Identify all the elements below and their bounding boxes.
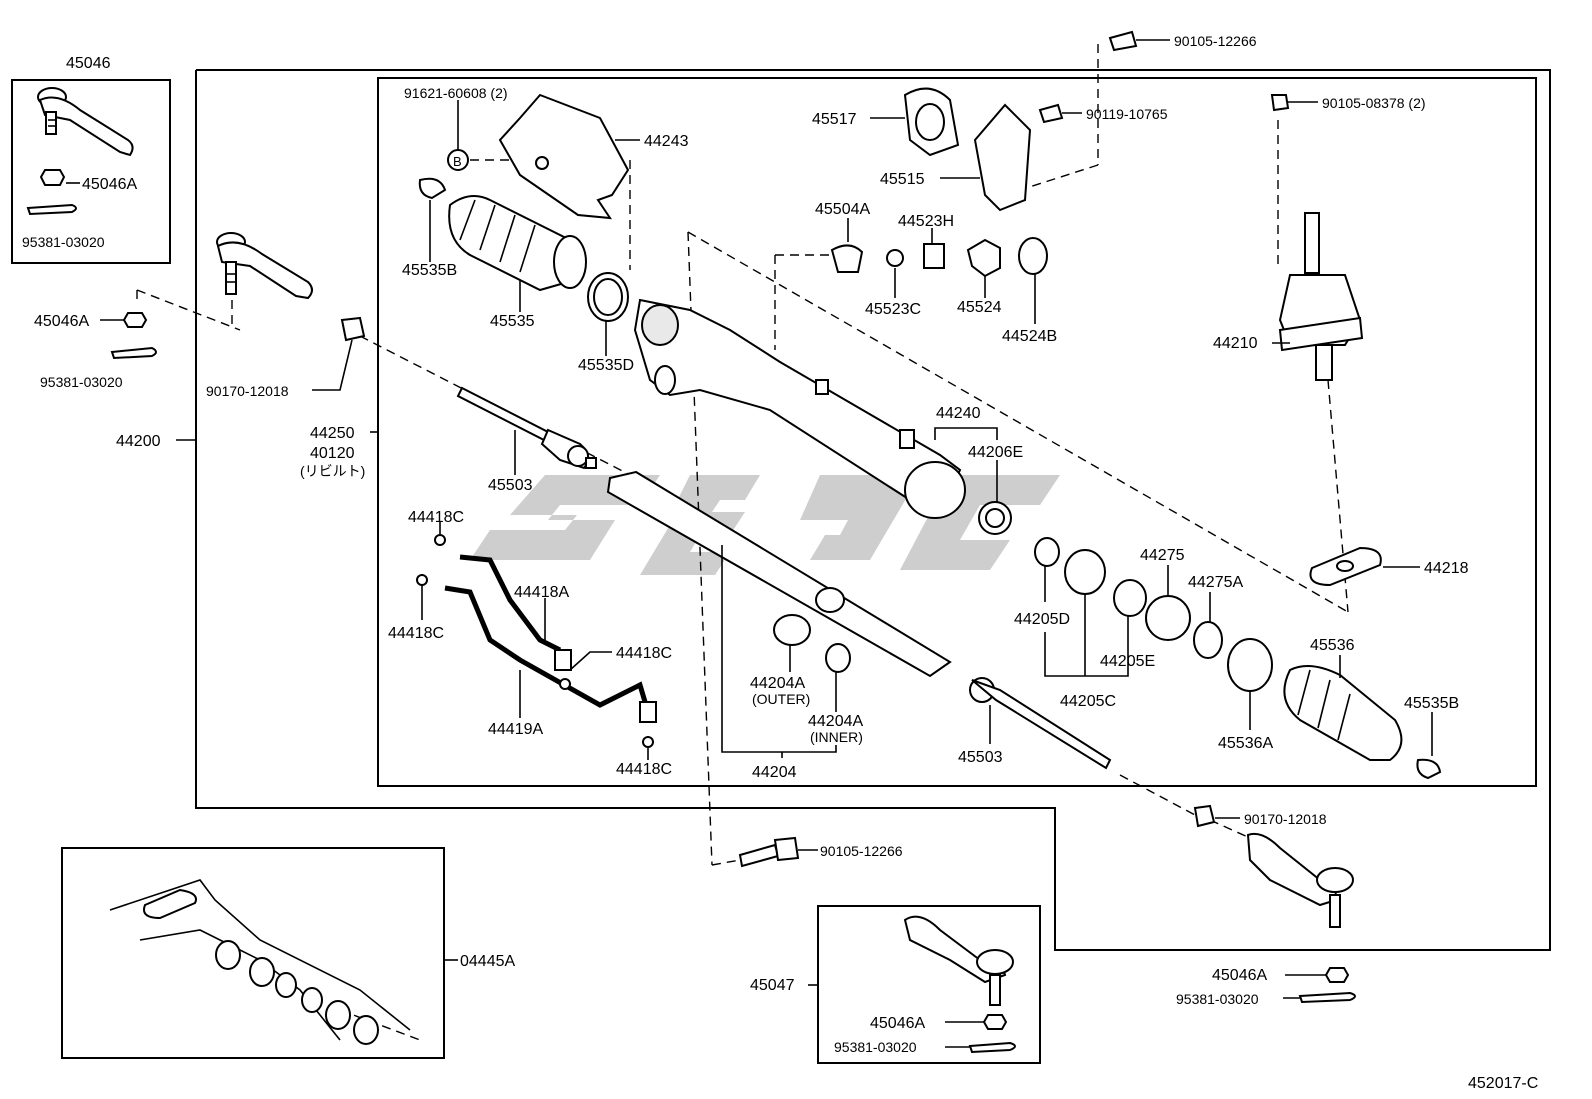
callout-45047: 45047 [750, 977, 795, 994]
callout-44205E: 44205E [1100, 653, 1155, 670]
hydraulic-lines [416, 534, 657, 748]
tie-rod-end-left [110, 232, 366, 360]
callout-45515: 45515 [880, 171, 925, 188]
callout-44206E: 44206E [968, 444, 1023, 461]
callout-44243: 44243 [644, 133, 689, 150]
callout-44418C-2: 44418C [388, 625, 444, 642]
callout-44418C-4: 44418C [616, 761, 672, 778]
callout-44205D: 44205D [1014, 611, 1070, 628]
callout-90105-right: 90105-08378 (2) [1322, 95, 1426, 111]
callout-04445A: 04445A [460, 953, 515, 970]
callout-45524: 45524 [957, 299, 1002, 316]
callout-44204: 44204 [752, 764, 797, 781]
callout-45504A: 45504A [815, 201, 870, 218]
callout-rebuilt: (リビルト) [300, 463, 365, 479]
tie-rod-end-inset-45047 [903, 915, 1016, 1054]
leader-lines [66, 39, 1433, 1048]
rack-housing-44240 [633, 298, 966, 519]
callout-95381-bottom-right: 95381-03020 [1176, 991, 1259, 1007]
pinion-valve-44210 [1270, 94, 1364, 381]
dust-shield-44243 [498, 93, 630, 220]
bolt-90105-lower [738, 836, 800, 868]
callout-45046A-inset-bottom: 45046A [870, 1015, 925, 1032]
callout-44523H: 44523H [898, 213, 954, 230]
callout-91621: 91621-60608 (2) [404, 85, 508, 101]
diagram-code: 452017-C [1468, 1075, 1538, 1092]
callout-44218: 44218 [1424, 560, 1469, 577]
callout-44418C-1: 44418C [408, 509, 464, 526]
callout-40120: 40120 [310, 445, 355, 462]
mounting-brackets [903, 30, 1138, 212]
inner-tie-rod-right [969, 677, 1112, 770]
callout-44419A: 44419A [488, 721, 543, 738]
callout-44418A: 44418A [514, 584, 569, 601]
callout-44204A-inner: 44204A [808, 713, 863, 730]
callout-44205C: 44205C [1060, 693, 1116, 710]
callout-95381-inset: 95381-03020 [22, 234, 105, 250]
callout-95381-inset-bottom: 95381-03020 [834, 1039, 917, 1055]
callout-90105-bottom: 90105-12266 [820, 843, 903, 859]
callout-44200: 44200 [116, 433, 161, 450]
clamp-45535D [587, 272, 629, 322]
gasket-44218 [1309, 546, 1382, 587]
callout-90105-top: 90105-12266 [1174, 33, 1257, 49]
boot-left-45535 [418, 177, 587, 292]
callout-45046A-bottom-right: 45046A [1212, 967, 1267, 984]
callout-inner: (INNER) [810, 729, 863, 745]
callout-45535B-right: 45535B [1404, 695, 1459, 712]
boot-right-45536 [1283, 665, 1442, 780]
callout-44240: 44240 [936, 405, 981, 422]
seals-and-bushings [773, 501, 1273, 692]
tie-rod-end-inset [26, 87, 134, 216]
callout-45503-right: 45503 [958, 749, 1003, 766]
callout-45536A: 45536A [1218, 735, 1273, 752]
callout-44275: 44275 [1140, 547, 1185, 564]
inset-45046-box [11, 79, 171, 264]
callout-45046A-inset: 45046A [82, 176, 137, 193]
valve-small-parts [830, 237, 1048, 278]
seal-kit-04445A-sketch [109, 879, 411, 1045]
callout-outer: (OUTER) [752, 691, 810, 707]
callout-45535D: 45535D [578, 357, 634, 374]
callout-44524B: 44524B [1002, 328, 1057, 345]
callout-44275A: 44275A [1188, 574, 1243, 591]
main-assembly-frame [195, 69, 1551, 951]
callout-45517: 45517 [812, 111, 857, 128]
callout-90170-left: 90170-12018 [206, 383, 289, 399]
callout-labels: 45046 45046A 95381-03020 45046A 95381-03… [22, 33, 1538, 1092]
inner-tie-rod-left [456, 386, 597, 470]
callout-44210: 44210 [1213, 335, 1258, 352]
callout-90170-right: 90170-12018 [1244, 811, 1327, 827]
callout-45523C: 45523C [865, 301, 921, 318]
callout-90119: 90119-10765 [1086, 106, 1168, 122]
callout-45046A-left: 45046A [34, 313, 89, 330]
callout-45536: 45536 [1310, 637, 1355, 654]
marker-b-label: B [453, 154, 462, 169]
callout-45535B-top: 45535B [402, 262, 457, 279]
rack-bar [606, 470, 952, 678]
callout-45503-left: 45503 [488, 477, 533, 494]
callout-45535: 45535 [490, 313, 535, 330]
tie-rod-end-right [1193, 804, 1354, 928]
callout-44204A-outer: 44204A [750, 675, 805, 692]
callout-45046: 45046 [66, 55, 111, 72]
nut-pin-bottom-right [1298, 967, 1356, 1004]
inset-04445A-box [61, 847, 445, 1059]
callout-44250: 44250 [310, 425, 355, 442]
callout-44418C-3: 44418C [616, 645, 672, 662]
callout-95381-left: 95381-03020 [40, 374, 123, 390]
